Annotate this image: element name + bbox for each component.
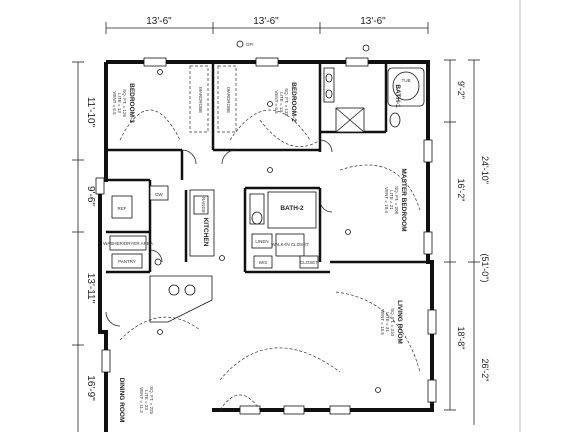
range-icon (193, 195, 209, 215)
ws-label: W/S (259, 260, 268, 265)
sink-icon-2 (325, 89, 333, 99)
bath2-toilet-icon (251, 211, 263, 225)
toilet-icon (389, 112, 401, 128)
living-name: LIVING ROOM (396, 300, 403, 344)
outlet-icon-2 (267, 101, 273, 107)
master-bath-fixtures: TUB (323, 67, 425, 133)
outlet-icon-3 (345, 229, 351, 235)
bath1-name: BATH-1 (394, 84, 401, 108)
pantry-label: PANTRY (118, 259, 136, 264)
dim-right-inner-2: 16'-2" (456, 179, 466, 202)
bedroom3-detail-2: LITE = 13 (117, 93, 122, 113)
wardrobe-label-2: WARDROBE (226, 87, 231, 113)
vanity-icon (323, 67, 335, 103)
outlet-icon-4 (267, 167, 273, 173)
living-detail-3: VENT = 15.5 (380, 309, 385, 335)
master-detail-3: VENT = 10.4 (384, 187, 389, 213)
bedroom3-detail-1: SQ. FT. = 126 (122, 89, 127, 117)
ref-label: REF (118, 206, 127, 211)
ref-icon (111, 195, 133, 219)
bedroom2-detail-2: LITE = 13 (279, 92, 284, 112)
kitchen-label: KITCHEN (202, 218, 209, 247)
dining-name: DINING ROOM (118, 378, 125, 423)
dw-icon (149, 185, 169, 201)
electrical-circuits (119, 109, 421, 411)
master-detail-1: SQ. FT. = 208 (394, 186, 399, 214)
living-detail-2: LITE = 31 (385, 312, 390, 332)
dim-left-1: 11'-10" (85, 97, 96, 128)
dining-detail-2: LITE = 23 (144, 390, 149, 410)
dim-top-2: 13'-6" (253, 16, 279, 27)
room-master-bedroom: MASTER BEDROOM SQ. FT. = 208 LITE = 21 V… (384, 168, 407, 231)
room-dining: DINING ROOM SQ. FT. = 225 LITE = 23 VENT… (118, 378, 154, 423)
range-label: RANGE (201, 197, 206, 213)
gfi-label: GFI (246, 42, 254, 47)
outlet-icon-5 (219, 255, 225, 261)
dim-right-inner-1: 9'-2" (456, 81, 466, 99)
outlet-icon-7 (157, 329, 163, 335)
left-dimensions: 11'-10" 9'-6" 13'-11" 16'-9" (72, 61, 96, 432)
bath2-label: BATH-2 (280, 205, 304, 212)
tub-label: TUB (402, 78, 411, 83)
living-detail-1: SQ. FT. = 310 (390, 308, 395, 336)
top-dimensions: 13'-6" 13'-6" 13'-6" (105, 16, 429, 34)
utility-area: WASHER/DRYER AREA PANTRY (103, 235, 153, 269)
dw-label: DW (155, 192, 163, 197)
bedroom2-detail-1: SQ. FT. = 136 (284, 88, 289, 116)
dining-detail-1: SQ. FT. = 225 (149, 386, 154, 414)
room-bath1: BATH-1 (394, 84, 401, 108)
gfi-outlet-icon (236, 40, 244, 48)
room-bedroom3: BEDROOM-3 SQ. FT. = 126 LITE = 13 VENT =… (112, 83, 135, 123)
bath2-tub-icon (267, 191, 317, 229)
outlet-icon-6 (375, 387, 381, 393)
wardrobe-label-1: WARDROBE (198, 87, 203, 113)
dim-right-outer-1: 24'-10" (480, 156, 490, 184)
dim-left-2: 9'-6" (85, 186, 96, 206)
windows (95, 57, 437, 415)
bedroom3-name: BEDROOM-3 (128, 83, 135, 123)
dim-right-outer-3: 26'-2" (480, 359, 490, 382)
sink-icon-kitchen (168, 284, 180, 296)
gfi-markers: GFI (154, 40, 370, 266)
door-swings (105, 139, 333, 327)
kitchen-counters: KITCHEN RANGE REF DW (111, 185, 215, 323)
dim-right-outer-2: (51'-0") (480, 254, 490, 283)
room-living: LIVING ROOM SQ. FT. = 310 LITE = 31 VENT… (380, 300, 403, 344)
closet-label: CLOSET (300, 260, 318, 265)
linen-label: LINEN (255, 239, 268, 244)
sink-icon (325, 73, 333, 83)
dim-top-1: 13'-6" (146, 16, 172, 27)
outlet-icon (157, 69, 163, 75)
dim-left-4: 16'-9" (85, 375, 96, 401)
right-dimensions: 9'-2" 16'-2" 18'-8" 24'-10" (51'-0") 26'… (444, 59, 490, 425)
sink-icon-kitchen-2 (184, 284, 196, 296)
master-detail-2: LITE = 21 (389, 190, 394, 210)
exterior-walls (98, 60, 434, 432)
dining-detail-3: VENT = 11.3 (139, 387, 144, 413)
walk-in-closet-label: WALK-IN CLOSET (271, 242, 309, 247)
dim-top-3: 13'-6" (360, 16, 386, 27)
outlets (157, 69, 381, 393)
gfi-outlet-icon-2 (362, 44, 370, 52)
utility-label: WASHER/DRYER AREA (103, 241, 153, 246)
bath2-fixtures: BATH-2 LINEN WALK-IN CLOSET W/S CLOSET (249, 191, 319, 269)
room-bedroom2: BEDROOM-2 SQ. FT. = 136 LITE = 13 VENT =… (274, 82, 297, 122)
kitchen-island (149, 275, 213, 323)
dim-right-inner-3: 18'-8" (456, 327, 466, 350)
interior-walls (106, 62, 428, 274)
master-name: MASTER BEDROOM (400, 168, 407, 231)
bedroom2-name: BEDROOM-2 (290, 82, 297, 122)
bedroom2-detail-3: VENT = 6.5 (274, 90, 279, 114)
dim-left-3: 13'-11" (85, 273, 96, 304)
wardrobe-closets: WARDROBE WARDROBE (189, 65, 237, 133)
gfi-outlet-icon-3 (154, 258, 162, 266)
bedroom3-detail-3: VENT = 6.5 (112, 91, 117, 115)
